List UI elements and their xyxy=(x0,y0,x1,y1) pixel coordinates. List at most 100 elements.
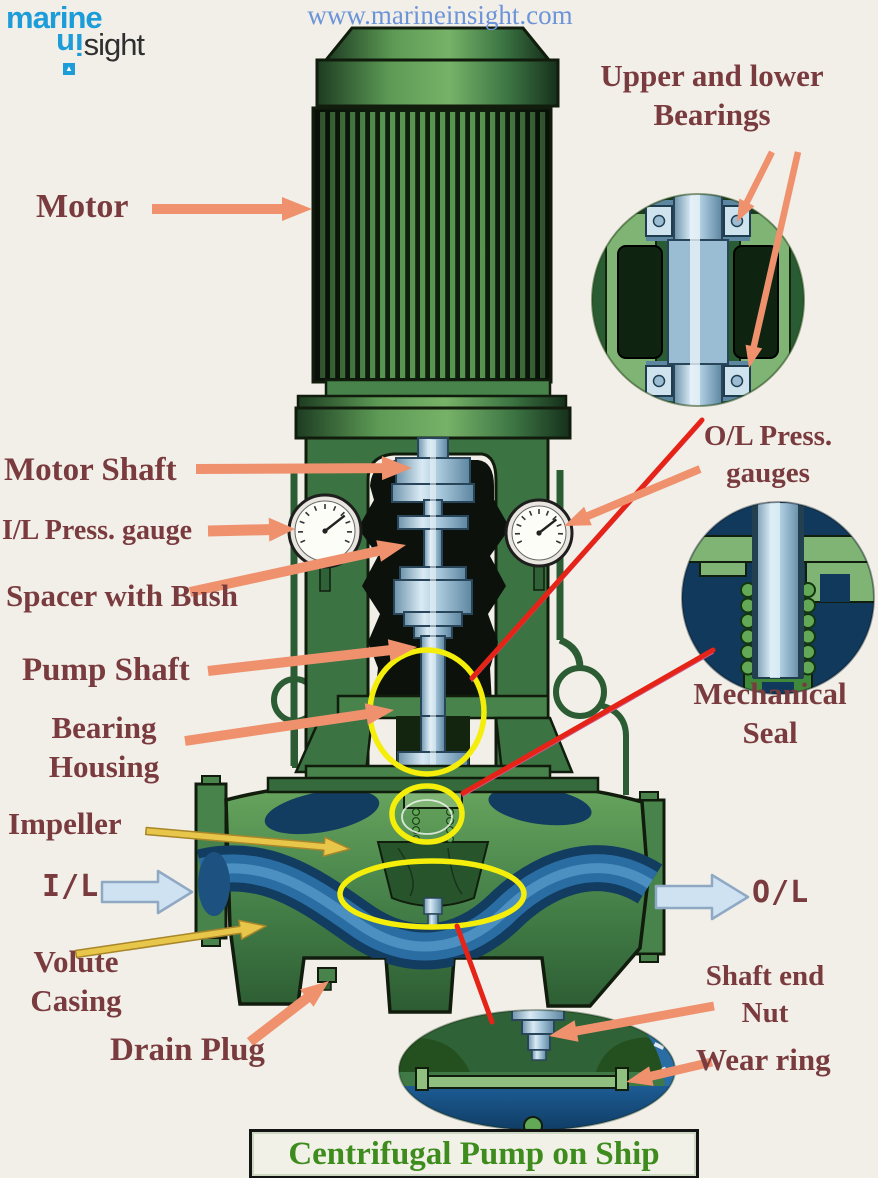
label-line: Volute xyxy=(33,944,119,979)
pump-machine xyxy=(194,26,666,1014)
marine-insight-logo: marine insight ▲ xyxy=(6,2,145,75)
website-url: www.marineinsight.com xyxy=(307,0,573,30)
bearing-ball xyxy=(730,374,744,388)
label-motor-shaft: Motor Shaft xyxy=(4,452,177,488)
annotations xyxy=(74,150,802,1086)
bearing-ball xyxy=(652,374,666,388)
motor-fin xyxy=(440,112,446,378)
label-line: Bearings xyxy=(653,97,771,133)
gauge-tick xyxy=(516,523,522,527)
gauge-tick xyxy=(556,523,562,527)
gold-pointer-arrows xyxy=(74,826,351,959)
motor-fin xyxy=(470,112,476,378)
shaft-end-nut-part xyxy=(527,1033,551,1051)
label-shaft-end-nut: Shaft end Nut xyxy=(672,958,858,1031)
wear-ring-arrow xyxy=(626,1057,713,1086)
label-wear-ring: Wear ring xyxy=(696,1042,831,1077)
outlet-pressure-gauge xyxy=(504,498,574,591)
bearing-block xyxy=(645,365,673,397)
gauge-tick xyxy=(528,510,533,516)
bearing-inset-circle xyxy=(591,193,805,407)
volute-casing-body xyxy=(194,764,666,1014)
water-flow-passages xyxy=(196,786,663,970)
motor-fin xyxy=(390,112,396,378)
label-impeller: Impeller xyxy=(8,806,122,841)
shaft-end-nut-arrow xyxy=(549,1001,715,1042)
gauge-hub xyxy=(322,528,328,534)
label-pump-shaft: Pump Shaft xyxy=(22,652,190,688)
gauge-tick xyxy=(305,511,310,517)
logo-arrow-icon: ▲ xyxy=(63,63,75,75)
gauge-tick xyxy=(299,520,305,524)
gauge-tick xyxy=(555,540,562,544)
lower-bearing-arrow xyxy=(745,151,802,368)
label-mechanical-seal: Mechanical Seal xyxy=(664,674,876,752)
label-upper-lower-bearings: Upper and lower Bearings xyxy=(578,56,846,134)
gauge-tick xyxy=(516,540,523,544)
drain-plug-arrow xyxy=(246,981,329,1046)
label-motor: Motor xyxy=(36,188,129,225)
label-il-press-gauge: I/L Press. gauge xyxy=(2,515,193,546)
label-line: Shaft end xyxy=(705,960,825,992)
label-volute-casing: Volute Casing xyxy=(16,942,136,1020)
inlet-flow-arrow xyxy=(100,869,194,915)
gauge-tick xyxy=(545,510,550,516)
upper-bearing-arrow xyxy=(737,150,775,222)
pump-shaft-arrow xyxy=(207,639,417,676)
gauge-tick xyxy=(345,520,351,524)
motor-fin xyxy=(450,112,456,378)
label-line: Seal xyxy=(742,715,798,751)
motor-arrow xyxy=(152,197,312,221)
motor-fin xyxy=(460,112,466,378)
motor-shaft-arrow xyxy=(196,456,412,481)
label-line: Nut xyxy=(741,996,789,1029)
outlet-flow-arrow xyxy=(654,873,750,921)
label-drain-plug: Drain Plug xyxy=(110,1032,265,1068)
label-line: Upper and lower xyxy=(600,58,824,93)
gauge-tick xyxy=(300,539,306,544)
label-line: Mechanical xyxy=(693,676,847,711)
diagram-title-box: Centrifugal Pump on Ship xyxy=(249,1129,699,1178)
gland-dot xyxy=(412,817,420,825)
logo-in-part: in xyxy=(56,27,84,62)
motor-fin xyxy=(420,112,426,378)
gland-dot xyxy=(412,808,420,816)
motor-fin xyxy=(410,112,416,378)
gauge-hub xyxy=(536,530,542,536)
inlet-pressure-gauge xyxy=(287,493,363,592)
il-gauge-arrow xyxy=(207,517,295,542)
diagram-title: Centrifugal Pump on Ship xyxy=(288,1135,660,1172)
bearing-block xyxy=(723,365,751,397)
logo-sight-part: sight xyxy=(83,27,145,62)
label-inlet: I/L xyxy=(42,869,100,904)
motor-fin xyxy=(430,112,436,378)
bearing-housing-arrow xyxy=(184,703,394,746)
flow-arrows xyxy=(100,869,750,921)
label-outlet: O/L xyxy=(752,875,810,910)
ol-gauges-arrow xyxy=(564,465,702,526)
logo-word-insight: insight xyxy=(6,27,145,62)
gauge-needle xyxy=(538,518,558,534)
red-pointer-lines xyxy=(454,417,716,1025)
mechanical-seal-inset-circle xyxy=(681,501,875,695)
spacer-arrow xyxy=(188,540,406,597)
label-spacer-with-bush: Spacer with Bush xyxy=(6,578,238,613)
pressure-gauges xyxy=(287,493,574,592)
bearing-blocks xyxy=(645,205,751,397)
drain-plug-part xyxy=(317,967,337,983)
label-line: Housing xyxy=(48,749,160,785)
salmon-pointer-arrows xyxy=(152,150,802,1086)
gauge-tick xyxy=(552,515,557,521)
gauge-tick xyxy=(340,511,345,517)
label-line: Bearing xyxy=(51,710,157,745)
label-bearing-housing: Bearing Housing xyxy=(28,708,180,786)
label-line: Casing xyxy=(30,983,122,1019)
motor-body xyxy=(296,26,568,416)
motor-fin xyxy=(400,112,406,378)
volute-casing-arrow xyxy=(74,919,267,959)
gauge-tick xyxy=(332,505,337,512)
label-line: O/L Press. xyxy=(703,420,833,452)
label-ol-press-gauges: O/L Press. gauges xyxy=(666,418,870,491)
